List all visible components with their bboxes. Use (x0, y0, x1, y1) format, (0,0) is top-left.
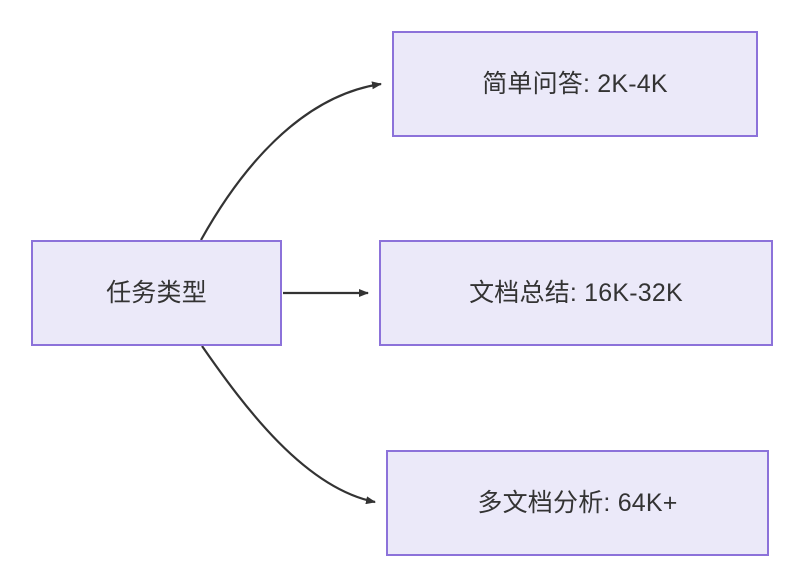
node-doc-summary[interactable]: 文档总结: 16K-32K (379, 240, 773, 346)
edge-root-simple-qa (200, 81, 382, 241)
node-simple-qa[interactable]: 简单问答: 2K-4K (392, 31, 758, 137)
node-multidoc[interactable]: 多文档分析: 64K+ (386, 450, 769, 556)
node-simple-qa-label: 简单问答: 2K-4K (482, 70, 668, 98)
node-multidoc-label: 多文档分析: 64K+ (477, 489, 678, 517)
node-root-label: 任务类型 (106, 279, 207, 307)
node-doc-summary-label: 文档总结: 16K-32K (469, 279, 683, 307)
edge-root-multidoc (201, 345, 376, 505)
node-root[interactable]: 任务类型 (31, 240, 282, 346)
